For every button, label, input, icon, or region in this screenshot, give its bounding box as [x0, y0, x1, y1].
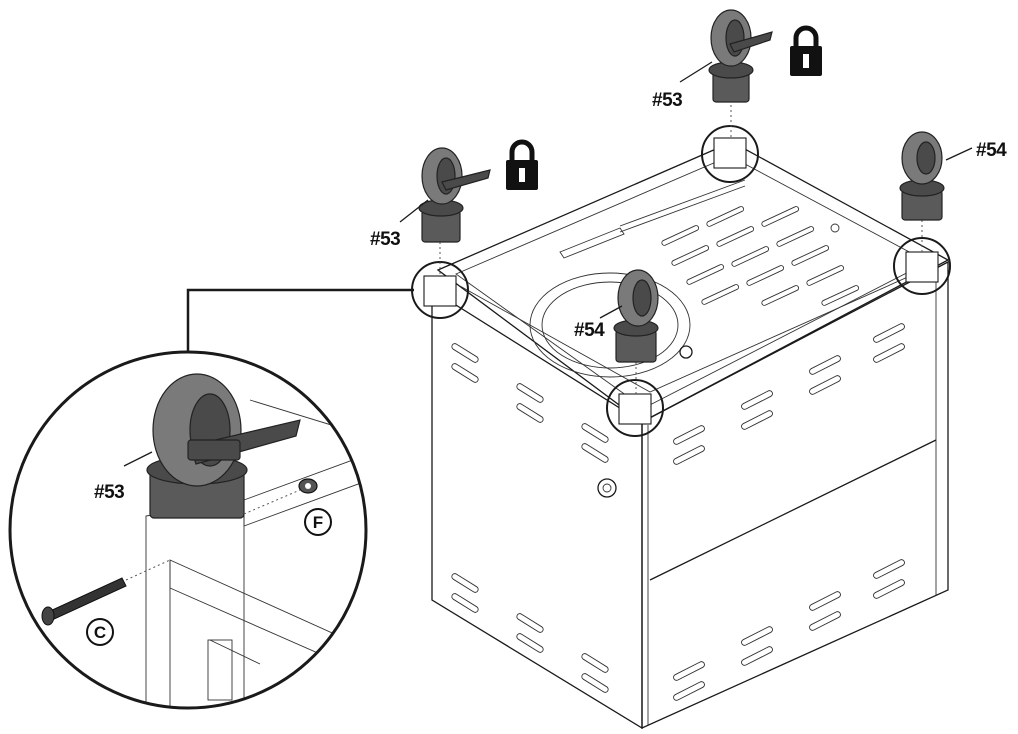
label-caster-54-front: #54	[574, 320, 605, 341]
side-vents-left	[451, 343, 609, 693]
caster-53-back	[708, 9, 773, 103]
label-part-f: F	[313, 513, 323, 532]
part-c-callout: C	[86, 618, 114, 646]
top-vents	[661, 206, 860, 306]
detail-inset: #53 C F	[8, 350, 368, 710]
label-part-c: C	[94, 623, 106, 642]
label-caster-53-back: #53	[652, 90, 682, 111]
caster-53-left	[418, 147, 491, 243]
corner-mount-back	[701, 125, 759, 183]
padlock-icon	[506, 139, 538, 190]
corner-mount-left	[411, 261, 469, 319]
caster-54-front	[613, 269, 659, 363]
corner-mount-right	[893, 237, 951, 295]
label-caster-54-right: #54	[976, 140, 1007, 161]
side-vents-right	[673, 323, 905, 701]
caster-54-right	[899, 131, 945, 221]
label-caster-53-left: #53	[370, 229, 400, 250]
part-f-callout: F	[304, 508, 332, 536]
padlock-icon	[790, 25, 822, 76]
corner-mount-front	[606, 379, 664, 437]
label-caster-53-detail: #53	[94, 482, 124, 503]
grill-cabinet	[431, 141, 950, 730]
